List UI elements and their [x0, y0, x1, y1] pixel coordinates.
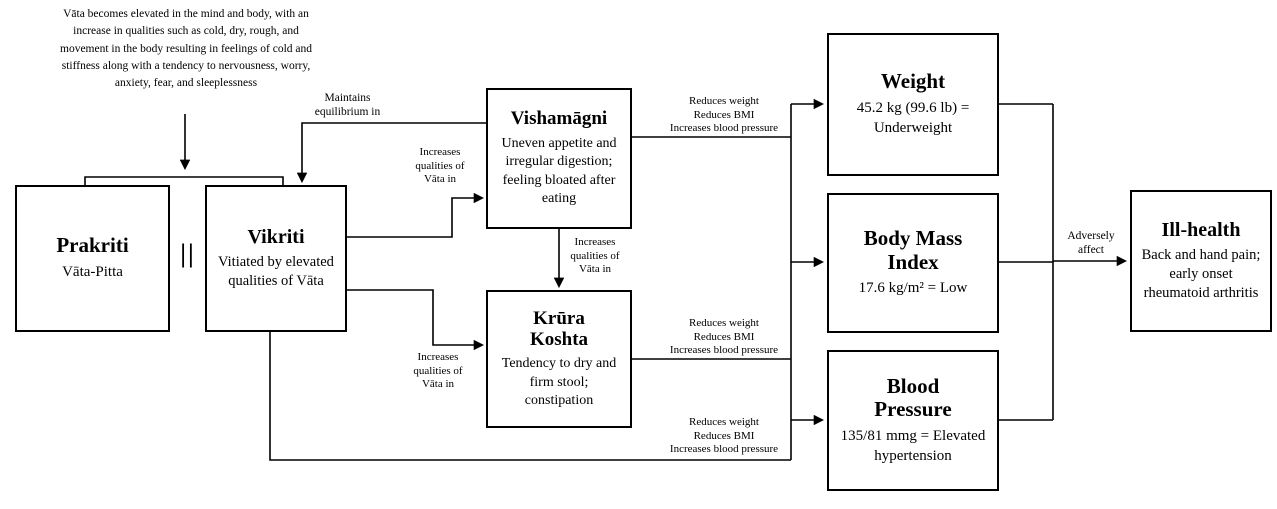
vikriti-box: Vikriti Vitiated by elevated qualities o… — [205, 185, 347, 332]
vata-elevation-annotation: Vāta becomes elevated in the mind and bo… — [60, 8, 312, 89]
weight-body: 45.2 kg (99.6 lb) = Underweight — [856, 99, 970, 136]
prakriti-body: Vāta-Pitta — [62, 263, 123, 280]
effects-line-3: Increases blood pressure — [669, 122, 779, 135]
weight-box: Weight 45.2 kg (99.6 lb) = Underweight — [827, 33, 999, 176]
edge-label-increases-vata-middle: Increases qualities of Vāta in — [570, 236, 620, 276]
edge-vikriti-to-krura — [347, 289, 485, 351]
edge-label-effects-lower: Reduces weight Reduces BMI Increases blo… — [657, 416, 791, 457]
edge-label-maintains-equilibrium: Maintains equilibrium in — [314, 92, 381, 119]
bracket-prakriti-vikriti — [84, 176, 284, 187]
edge-label-increases-vata-lower: Increases qualities of Vāta in — [413, 351, 463, 391]
krura-koshta-title: Krūra Koshta — [529, 307, 589, 350]
ill-health-title: Ill-health — [1161, 218, 1241, 241]
effects-line-2: Reduces BMI — [693, 330, 755, 343]
edge-label-effects-upper: Reduces weight Reduces BMI Increases blo… — [657, 95, 791, 136]
body-mass-index-body: 17.6 kg/m² = Low — [858, 280, 968, 297]
body-mass-index-box: Body Mass Index 17.6 kg/m² = Low — [827, 193, 999, 333]
effects-line-1: Reduces weight — [689, 416, 759, 428]
vikriti-title: Vikriti — [247, 225, 305, 248]
effects-line-2: Reduces BMI — [693, 429, 755, 442]
body-mass-index-title: Body Mass Index — [863, 226, 963, 274]
weight-title: Weight — [880, 69, 946, 94]
edge-vishamagni-to-vikriti — [296, 122, 486, 184]
effects-line-1: Reduces weight — [689, 95, 759, 107]
blood-pressure-title: Blood Pressure — [874, 373, 952, 422]
effects-line-3: Increases blood pressure — [669, 344, 779, 357]
prakriti-title: Prakriti — [56, 233, 129, 258]
blood-pressure-box: Blood Pressure 135/81 mmg = Elevated hyp… — [827, 350, 999, 491]
blood-pressure-body: 135/81 mmg = Elevated hypertension — [840, 427, 986, 464]
edge-label-adversely-affect: Adversely affect — [1067, 230, 1115, 257]
ill-health-box: Ill-health Back and hand pain; early ons… — [1130, 190, 1272, 332]
effects-line-1: Reduces weight — [689, 317, 759, 329]
krura-koshta-box: Krūra Koshta Tendency to dry and firm st… — [486, 290, 632, 428]
vikriti-body: Vitiated by elevated qualities of Vāta — [218, 254, 334, 290]
effects-line-2: Reduces BMI — [693, 108, 755, 121]
ill-health-body: Back and hand pain; early onset rheumato… — [1141, 247, 1261, 302]
vishamagni-title: Vishamāgni — [510, 108, 608, 130]
prakriti-box: Prakriti Vāta-Pitta — [15, 185, 170, 332]
edge-vikriti-to-junction — [269, 332, 791, 461]
edge-label-effects-middle: Reduces weight Reduces BMI Increases blo… — [657, 317, 791, 358]
krura-koshta-body: Tendency to dry and firm stool; constipa… — [501, 356, 617, 408]
edge-label-increases-vata-upper: Increases qualities of Vāta in — [415, 146, 465, 186]
equivalence-symbol: || — [180, 239, 196, 268]
vishamagni-body: Uneven appetite and irregular digestion;… — [501, 135, 617, 207]
edge-vikriti-to-vishamagni — [347, 192, 485, 238]
vishamagni-box: Vishamāgni Uneven appetite and irregular… — [486, 88, 632, 229]
effects-line-3: Increases blood pressure — [669, 443, 779, 456]
